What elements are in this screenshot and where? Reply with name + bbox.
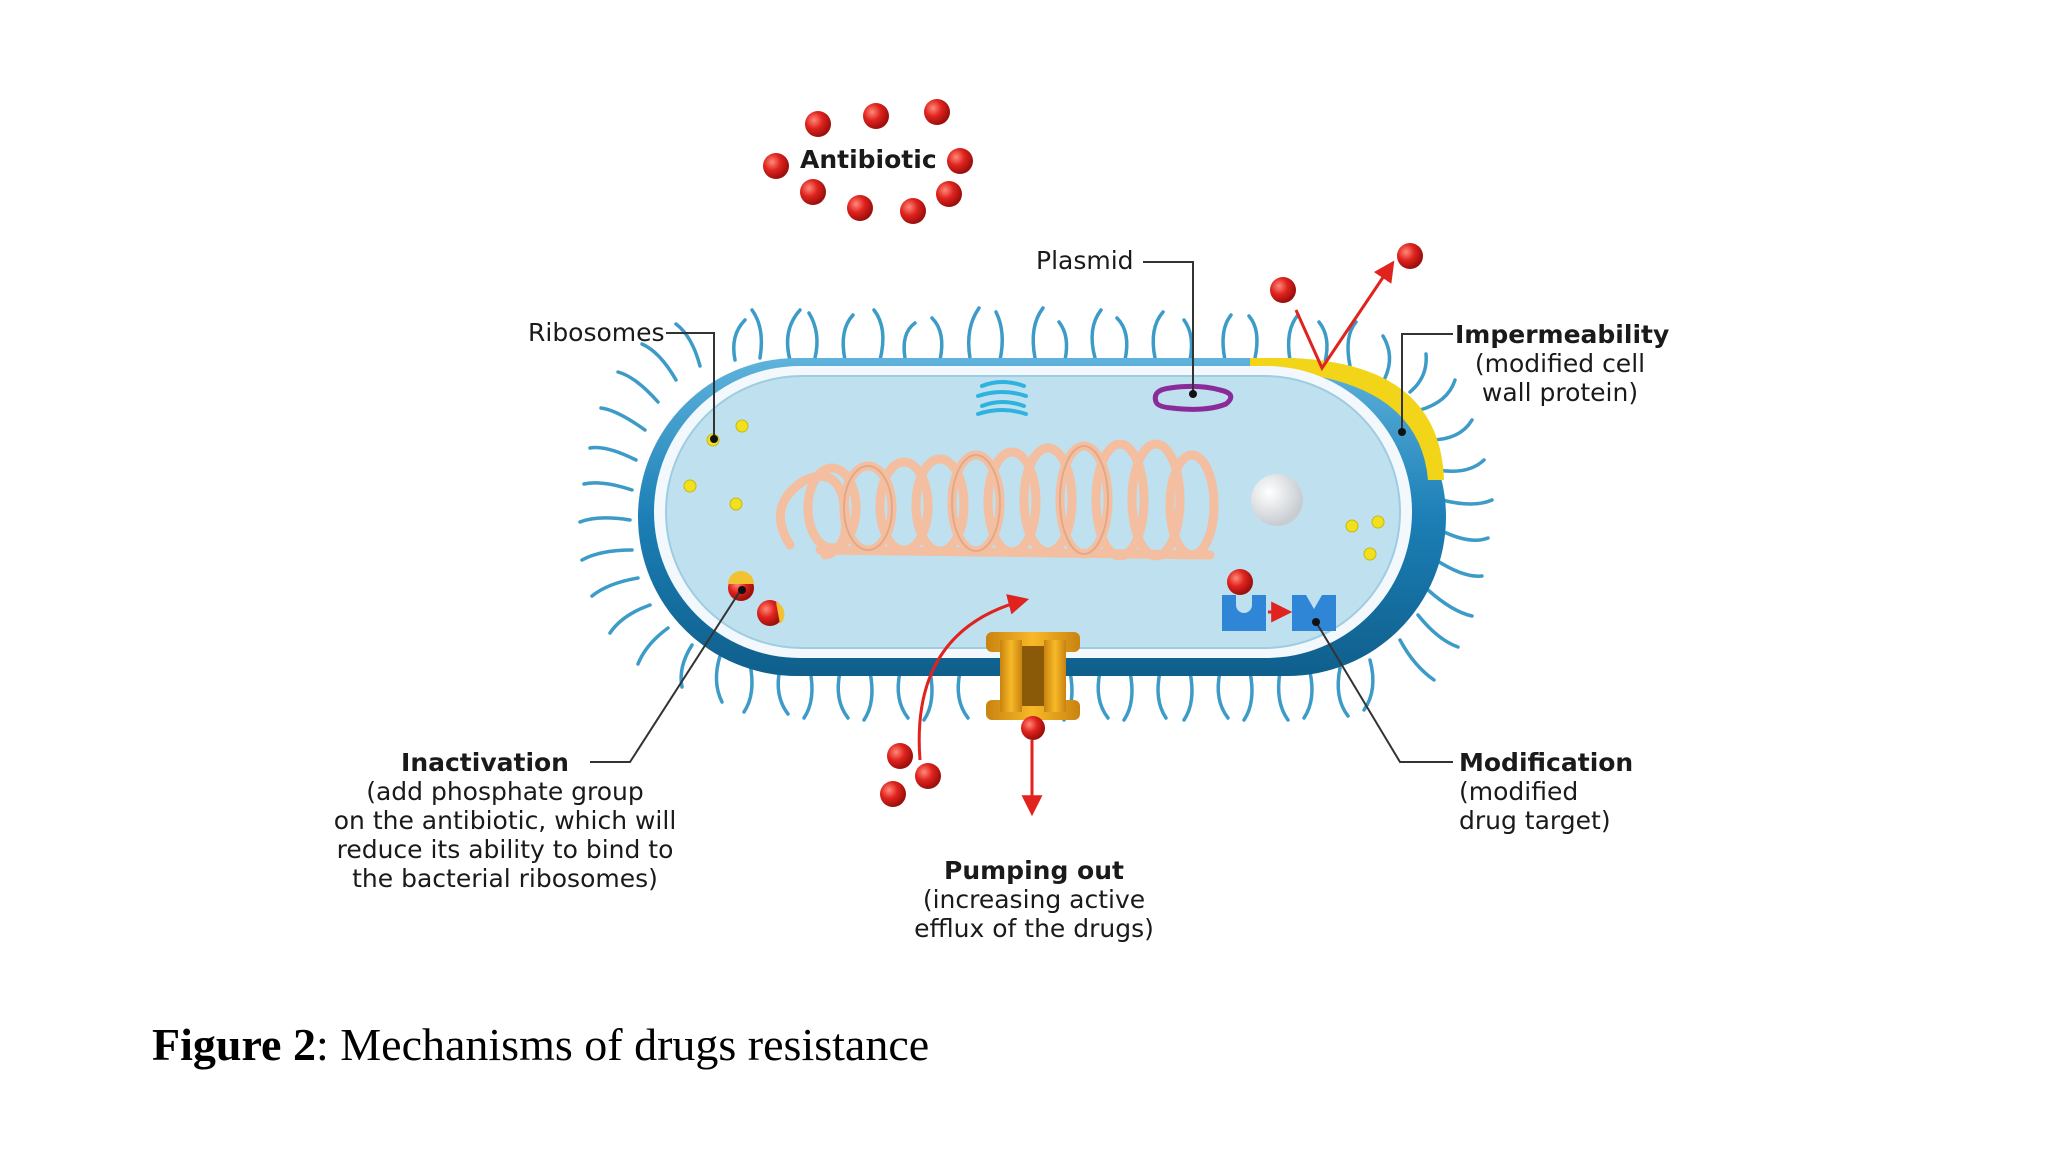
plasmid-label: Plasmid	[1036, 246, 1134, 275]
plasmid-loop	[1152, 383, 1234, 412]
pumping-out-label: Pumping out (increasing active efflux of…	[904, 856, 1164, 943]
modification-line-2: drug target)	[1459, 806, 1611, 835]
mesosome	[976, 380, 1028, 416]
bounce-arrow	[1294, 260, 1395, 372]
chromosome-dna	[775, 439, 1219, 561]
impermeable-wall-patch	[1250, 358, 1444, 480]
impermeability-line-2: wall protein)	[1481, 378, 1639, 407]
pumping-out-line-1: (increasing active	[922, 885, 1146, 914]
modification-label: Modification (modified drug target)	[1459, 748, 1679, 835]
antibiotic-label: Antibiotic	[800, 145, 937, 174]
inactivation-title: Inactivation	[401, 748, 569, 777]
inactivation-line-1: (add phosphate group	[366, 777, 644, 806]
pumping-out-line-2: efflux of the drugs)	[914, 914, 1154, 943]
figure-caption-text: : Mechanisms of drugs resistance	[315, 1019, 930, 1070]
antibiotic-molecules	[763, 99, 1423, 807]
pumping-out-title: Pumping out	[944, 856, 1124, 885]
drug-targets	[1222, 569, 1336, 631]
inactivation-line-4: the bacterial ribosomes)	[352, 864, 658, 893]
figure-caption: Figure 2: Mechanisms of drugs resistance	[152, 1018, 929, 1071]
impermeability-label: Impermeability (modified cell wall prote…	[1455, 320, 1670, 407]
modification-title: Modification	[1459, 748, 1634, 777]
impermeability-line-1: (modified cell	[1474, 349, 1646, 378]
impermeability-title: Impermeability	[1455, 320, 1670, 349]
inactivation-label: Inactivation (add phosphate group on the…	[330, 748, 680, 893]
efflux-pump	[986, 632, 1080, 720]
inactivation-line-2: on the antibiotic, which will	[333, 806, 677, 835]
pili	[578, 306, 1494, 722]
efflux-arrow-in	[917, 594, 1030, 761]
storage-granule	[1251, 474, 1303, 526]
inactivation-line-3: reduce its ability to bind to	[336, 835, 674, 864]
ribosomes-label: Ribosomes	[528, 318, 665, 347]
ribosomes-dots	[683, 419, 1385, 561]
modification-line-1: (modified	[1459, 777, 1579, 806]
figure-number: Figure 2	[152, 1019, 316, 1070]
inactivated-antibiotics	[728, 571, 785, 626]
leader-lines	[590, 261, 1453, 763]
